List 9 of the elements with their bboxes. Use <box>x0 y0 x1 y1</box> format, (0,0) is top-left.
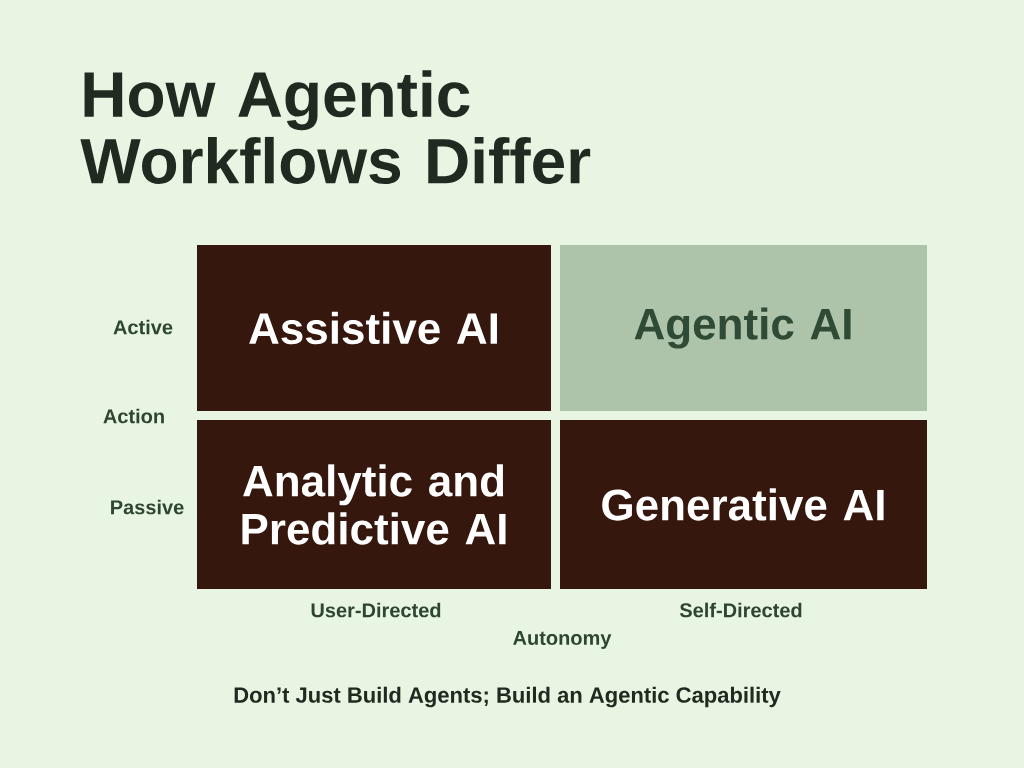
axis-title: Autonomy <box>513 631 612 649</box>
axis-value-label: Active <box>113 319 173 335</box>
axis-title: Action <box>103 408 164 424</box>
quadrant-box: Analytic and Predictive AI <box>197 420 551 589</box>
quadrant-box: Agentic AI <box>560 245 927 411</box>
quadrant-box: Assistive AI <box>197 245 551 411</box>
caption: Don’t Just Build Agents; Build an Agentic Capability <box>234 686 781 708</box>
quadrant-box: Generative AI <box>560 420 927 589</box>
title: How Agentic Workflows Differ <box>80 70 591 184</box>
